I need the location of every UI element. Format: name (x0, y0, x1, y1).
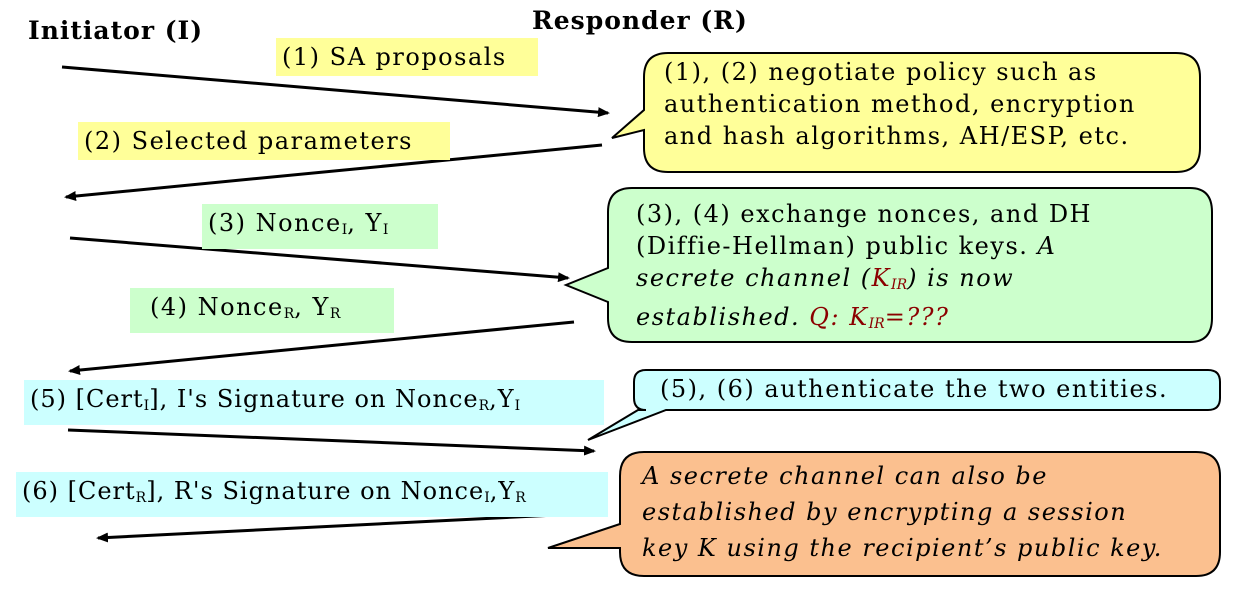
note-dh-line-2-italic: A (1037, 232, 1057, 260)
message-4-sub2: R (329, 306, 341, 322)
note-dh-text: (3), (4) exchange nonces, and DH (Diffie… (636, 198, 1092, 340)
arrow-2-responder-to-initiator (64, 143, 603, 202)
initiator-label: Initiator (I) (28, 16, 204, 45)
note-policy-line-2: authentication method, encryption (664, 90, 1136, 118)
message-1-text: (1) SA proposals (282, 43, 507, 71)
note-bubble-policy (611, 52, 1201, 173)
message-2-text: (2) Selected parameters (84, 127, 413, 155)
note-dh-question-k-sub: IR (868, 316, 885, 332)
message-5-sub2: R (478, 398, 490, 414)
message-6-sub3: R (515, 490, 526, 506)
message-5-sub1: I (143, 398, 150, 414)
note-policy-line-1: (1), (2) negotiate policy such as (664, 58, 1098, 86)
note-dh-line-3-a: secrete channel ( (636, 264, 872, 292)
note-auth-text: (5), (6) authenticate the two entities. (660, 375, 1169, 403)
note-dh-question-tail: =??? (884, 303, 950, 331)
message-3-sub2: I (382, 222, 389, 238)
message-5: (5) [CertI], I's Signature on NonceR,YI (24, 380, 604, 425)
note-dh-line-2-plain: (Diffie-Hellman) public keys. (636, 232, 1038, 260)
note-dh-question-k: K (849, 303, 869, 331)
note-session-key-text: A secrete channel can also be establishe… (642, 458, 1163, 566)
note-bubble-session-key (547, 451, 1221, 577)
message-6-part-b: ], R's Signature on Nonce (146, 477, 485, 505)
note-dh-line-1: (3), (4) exchange nonces, and DH (636, 200, 1092, 228)
note-dh-line-3-b: ) is now (907, 264, 1015, 292)
arrow-3-initiator-to-responder (69, 236, 570, 283)
message-4-sub1: R (283, 306, 295, 322)
note-dh-line-2: (Diffie-Hellman) public keys. A (636, 230, 1092, 262)
message-3: (3) NonceI, YI (202, 204, 438, 249)
message-5-part-c: ,Y (489, 385, 515, 413)
note-session-key-line-2: established by encrypting a session (642, 498, 1128, 526)
note-bubble-auth (587, 369, 1221, 441)
message-6-sub1: R (135, 490, 147, 506)
note-dh-line-4-a: established. (636, 303, 810, 331)
note-session-key-line-3: key K using the recipient’s public key. (642, 534, 1163, 562)
note-policy-text: (1), (2) negotiate policy such as authen… (664, 56, 1136, 152)
message-5-part-b: ], I's Signature on Nonce (149, 385, 479, 413)
message-3-sub1: I (341, 222, 348, 238)
arrow-1-initiator-to-responder (61, 65, 610, 118)
arrow-6-responder-to-initiator (96, 513, 557, 543)
message-6-part-c: ,Y (489, 477, 516, 505)
note-dh-key-k-sub: IR (891, 277, 908, 293)
message-1: (1) SA proposals (276, 38, 538, 76)
message-3-mid: , Y (347, 209, 383, 237)
message-4: (4) NonceR, YR (130, 288, 394, 333)
message-4-prefix: (4) Nonce (150, 293, 284, 321)
message-6: (6) [CertR], R's Signature on NonceI,YR (16, 472, 608, 517)
message-6-part-a: (6) [Cert (22, 477, 136, 505)
message-4-mid: , Y (294, 293, 330, 321)
note-policy-line-3: and hash algorithms, AH/ESP, etc. (664, 122, 1130, 150)
note-dh-key-k: K (871, 264, 892, 292)
note-dh-line-3: secrete channel (KIR) is now (636, 262, 1092, 301)
message-2: (2) Selected parameters (78, 122, 450, 160)
note-dh-question: Q: (809, 303, 850, 331)
message-6-sub2: I (484, 490, 490, 506)
note-bubble-dh (563, 187, 1213, 343)
note-session-key-line-1: A secrete channel can also be (642, 462, 1048, 490)
note-dh-line-4: established. Q: KIR=??? (636, 301, 1092, 340)
arrow-4-responder-to-initiator (68, 320, 575, 376)
responder-label: Responder (R) (532, 6, 748, 35)
message-5-sub3: I (514, 398, 521, 414)
message-3-prefix: (3) Nonce (208, 209, 342, 237)
message-5-part-a: (5) [Cert (30, 385, 144, 413)
arrow-5-initiator-to-responder (67, 428, 596, 456)
